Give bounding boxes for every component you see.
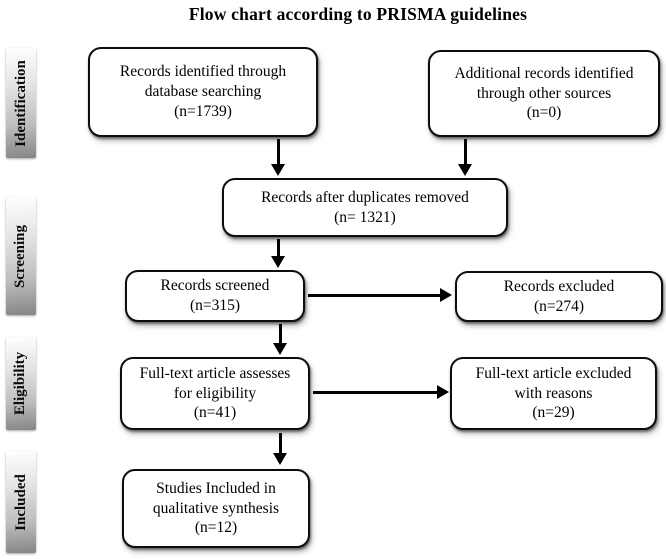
box-records-identified: Records identified through database sear… xyxy=(88,47,318,137)
arrow-head-right-icon xyxy=(437,385,449,399)
box-text-line: for eligibility xyxy=(173,384,257,402)
arrow-head-down-icon xyxy=(273,343,287,355)
box-count: (n=1739) xyxy=(174,102,232,120)
stage-bar-eligibility: Eligibility xyxy=(6,337,36,430)
arrow-head-down-icon xyxy=(271,256,285,268)
box-text-line: through other sources xyxy=(476,84,612,102)
arrow-head-down-icon xyxy=(458,164,472,176)
box-count: (n=274) xyxy=(533,297,585,315)
stage-label: Eligibility xyxy=(12,351,29,416)
arrow-shaft xyxy=(308,294,442,297)
arrow-shaft xyxy=(279,433,282,456)
box-text-line: Records identified through xyxy=(119,63,287,81)
page-title: Flow chart according to PRISMA guideline… xyxy=(188,4,528,24)
arrow-shaft xyxy=(279,324,282,346)
box-duplicates-removed: Records after duplicates removed (n= 132… xyxy=(222,178,508,237)
box-text-line: qualitative synthesis xyxy=(152,499,280,517)
stage-bar-screening: Screening xyxy=(6,197,36,315)
arrow-head-right-icon xyxy=(440,288,452,302)
box-count: (n=12) xyxy=(194,519,238,537)
arrow-shaft xyxy=(313,391,439,394)
stage-bar-included: Included xyxy=(6,451,36,553)
stage-bar-identification: Identification xyxy=(6,48,36,158)
box-text-line: Additional records identified xyxy=(454,64,634,82)
box-studies-included: Studies Included in qualitative synthesi… xyxy=(122,469,310,548)
box-text-line: Full-text article excluded xyxy=(475,364,632,382)
box-count: (n=315) xyxy=(189,297,241,314)
arrow-head-down-icon xyxy=(273,453,287,465)
box-text-line: Full-text article assesses xyxy=(139,364,291,382)
stage-label: Screening xyxy=(12,224,29,288)
box-text-line: Records excluded xyxy=(503,277,615,295)
box-count: (n= 1321) xyxy=(334,208,396,226)
arrow-head-down-icon xyxy=(271,164,285,176)
box-text-line: database searching xyxy=(144,83,262,101)
arrow-shaft xyxy=(464,139,467,167)
box-count: (n=41) xyxy=(193,404,237,422)
box-text-line: Studies Included in xyxy=(156,479,276,497)
box-text-line: with reasons xyxy=(514,384,593,402)
box-additional-records: Additional records identified through ot… xyxy=(428,50,660,137)
box-fulltext-excluded: Full-text article excluded with reasons … xyxy=(450,357,657,430)
stage-label: Included xyxy=(12,473,29,531)
arrow-shaft xyxy=(277,239,280,259)
box-count: (n=0) xyxy=(526,104,562,122)
box-records-excluded: Records excluded (n=274) xyxy=(455,271,663,322)
box-fulltext-assessed: Full-text article assesses for eligibili… xyxy=(120,357,310,430)
box-text-line: Records after duplicates removed xyxy=(261,188,469,206)
arrow-shaft xyxy=(277,139,280,167)
stage-label: Identification xyxy=(12,59,29,147)
box-count: (n=29) xyxy=(532,404,575,422)
box-records-screened: Records screened (n=315) xyxy=(125,270,305,322)
box-text-line: Records screened xyxy=(160,277,270,295)
